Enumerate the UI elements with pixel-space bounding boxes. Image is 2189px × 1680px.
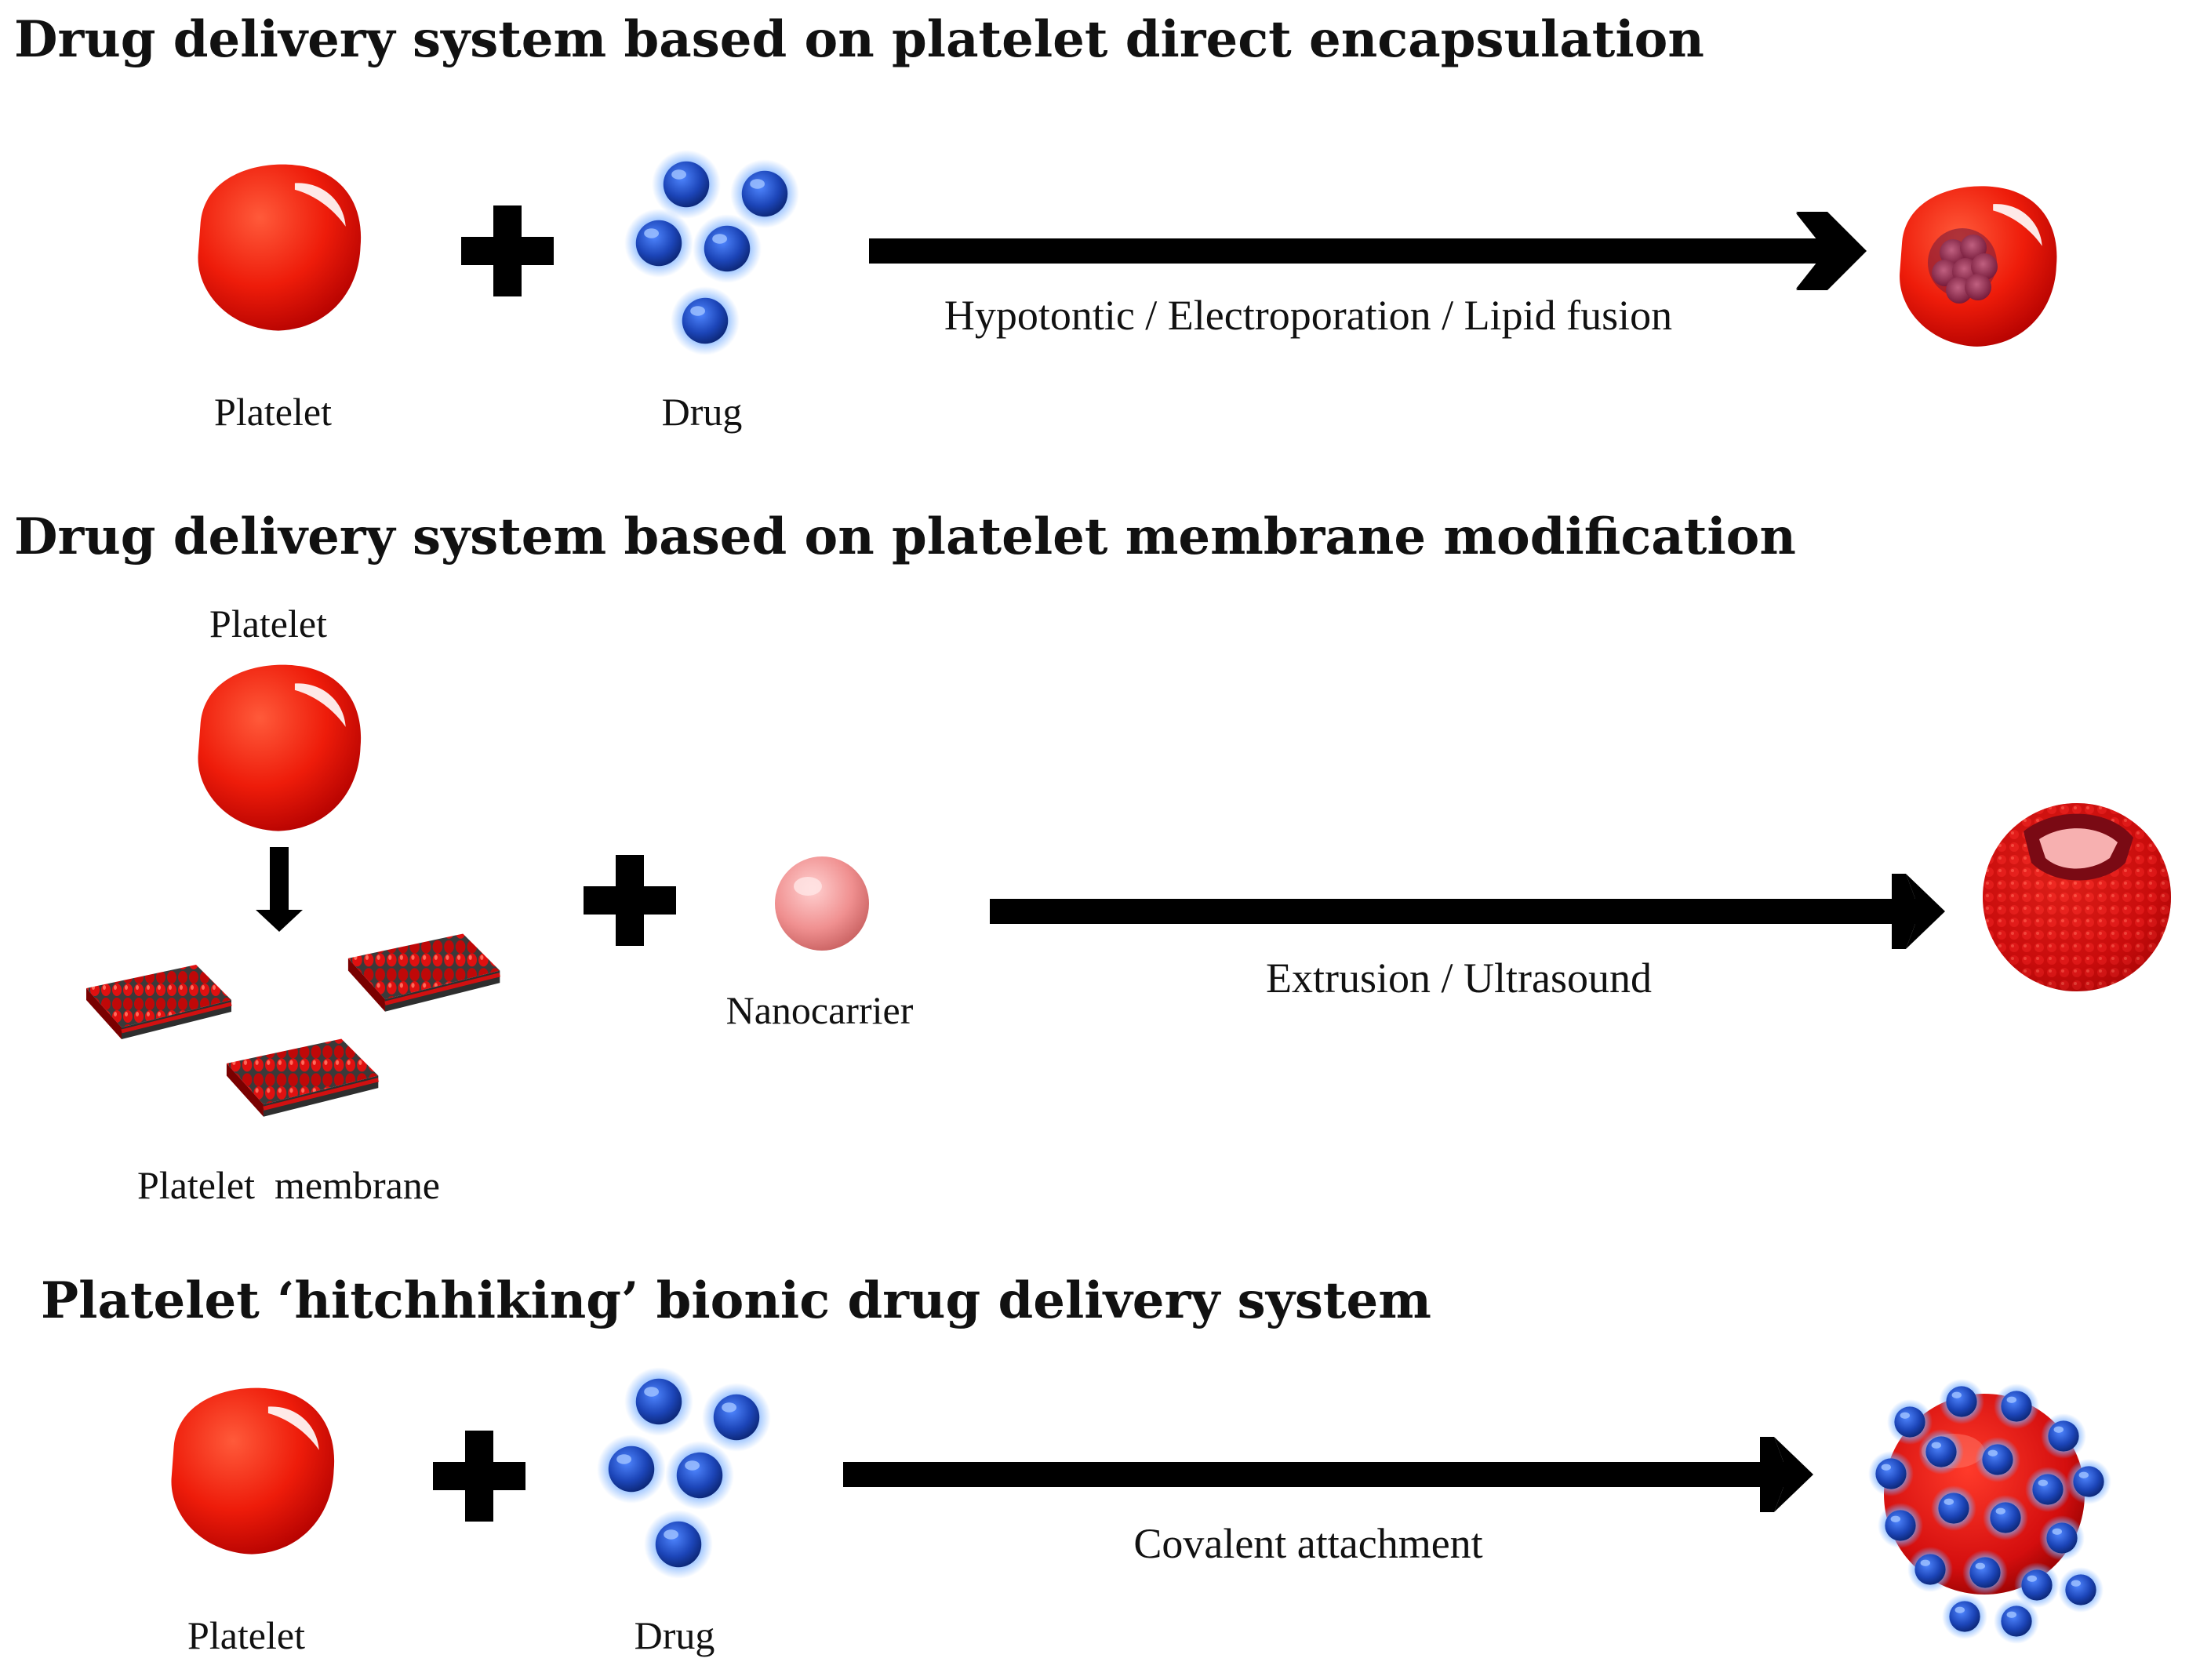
platelet-label: Platelet — [214, 390, 332, 434]
drug-cluster — [597, 1367, 771, 1579]
drug-particle-icon — [624, 1367, 693, 1436]
drug-decorated-platelet-icon — [1868, 1379, 2111, 1644]
drug-loaded-platelet-icon — [1900, 186, 2057, 347]
membrane-fragment-icon — [86, 965, 231, 1039]
membrane-fragment-icon — [227, 1038, 378, 1116]
drug-label: Drug — [635, 1613, 715, 1657]
drug-particle-icon — [652, 150, 721, 219]
drug-particle-icon — [671, 286, 740, 355]
section-hitchhiking: Platelet ‘hitchhiking’ bionic drug deliv… — [41, 1271, 2111, 1657]
method-label: Extrusion / Ultrasound — [1266, 955, 1652, 1002]
method-label: Hypotontic / Electroporation / Lipid fus… — [944, 292, 1672, 339]
nanocarrier-icon — [775, 856, 869, 951]
platelet-icon — [198, 164, 362, 331]
membrane-fragment-icon — [348, 933, 500, 1011]
plus-icon — [584, 855, 676, 946]
platelet-label: Platelet — [209, 602, 327, 645]
section-membrane-modification: Drug delivery system based on platelet m… — [14, 507, 2171, 1207]
platelet-icon — [198, 664, 362, 831]
method-label: Covalent attachment — [1133, 1520, 1482, 1567]
section-title: Platelet ‘hitchhiking’ bionic drug deliv… — [41, 1271, 1431, 1330]
drug-label: Drug — [662, 390, 743, 434]
drug-particle-icon — [693, 214, 762, 283]
drug-particle-icon — [665, 1441, 734, 1510]
membrane-coated-nanoparticle-icon — [1983, 803, 2171, 991]
platelet-label: Platelet — [187, 1613, 305, 1657]
membrane-label: Platelet membrane — [137, 1163, 440, 1207]
section-title: Drug delivery system based on platelet m… — [14, 507, 1796, 566]
drug-particle-icon — [624, 209, 693, 278]
process-arrow — [869, 212, 1867, 290]
plus-icon — [461, 205, 554, 296]
process-arrow — [843, 1437, 1813, 1512]
drug-cluster — [624, 150, 799, 355]
drug-particle-icon — [644, 1510, 713, 1579]
plus-icon — [433, 1431, 525, 1522]
nanocarrier-label: Nanocarrier — [726, 988, 914, 1032]
section-title: Drug delivery system based on platelet d… — [14, 10, 1704, 69]
process-arrow — [990, 874, 1945, 949]
drug-particle-icon — [702, 1383, 771, 1452]
platelet-icon — [171, 1387, 335, 1555]
down-arrow-icon — [256, 847, 303, 932]
platelet-membrane-fragments — [86, 933, 500, 1116]
drug-particle-icon — [597, 1435, 666, 1504]
section-direct-encapsulation: Drug delivery system based on platelet d… — [14, 10, 2057, 434]
